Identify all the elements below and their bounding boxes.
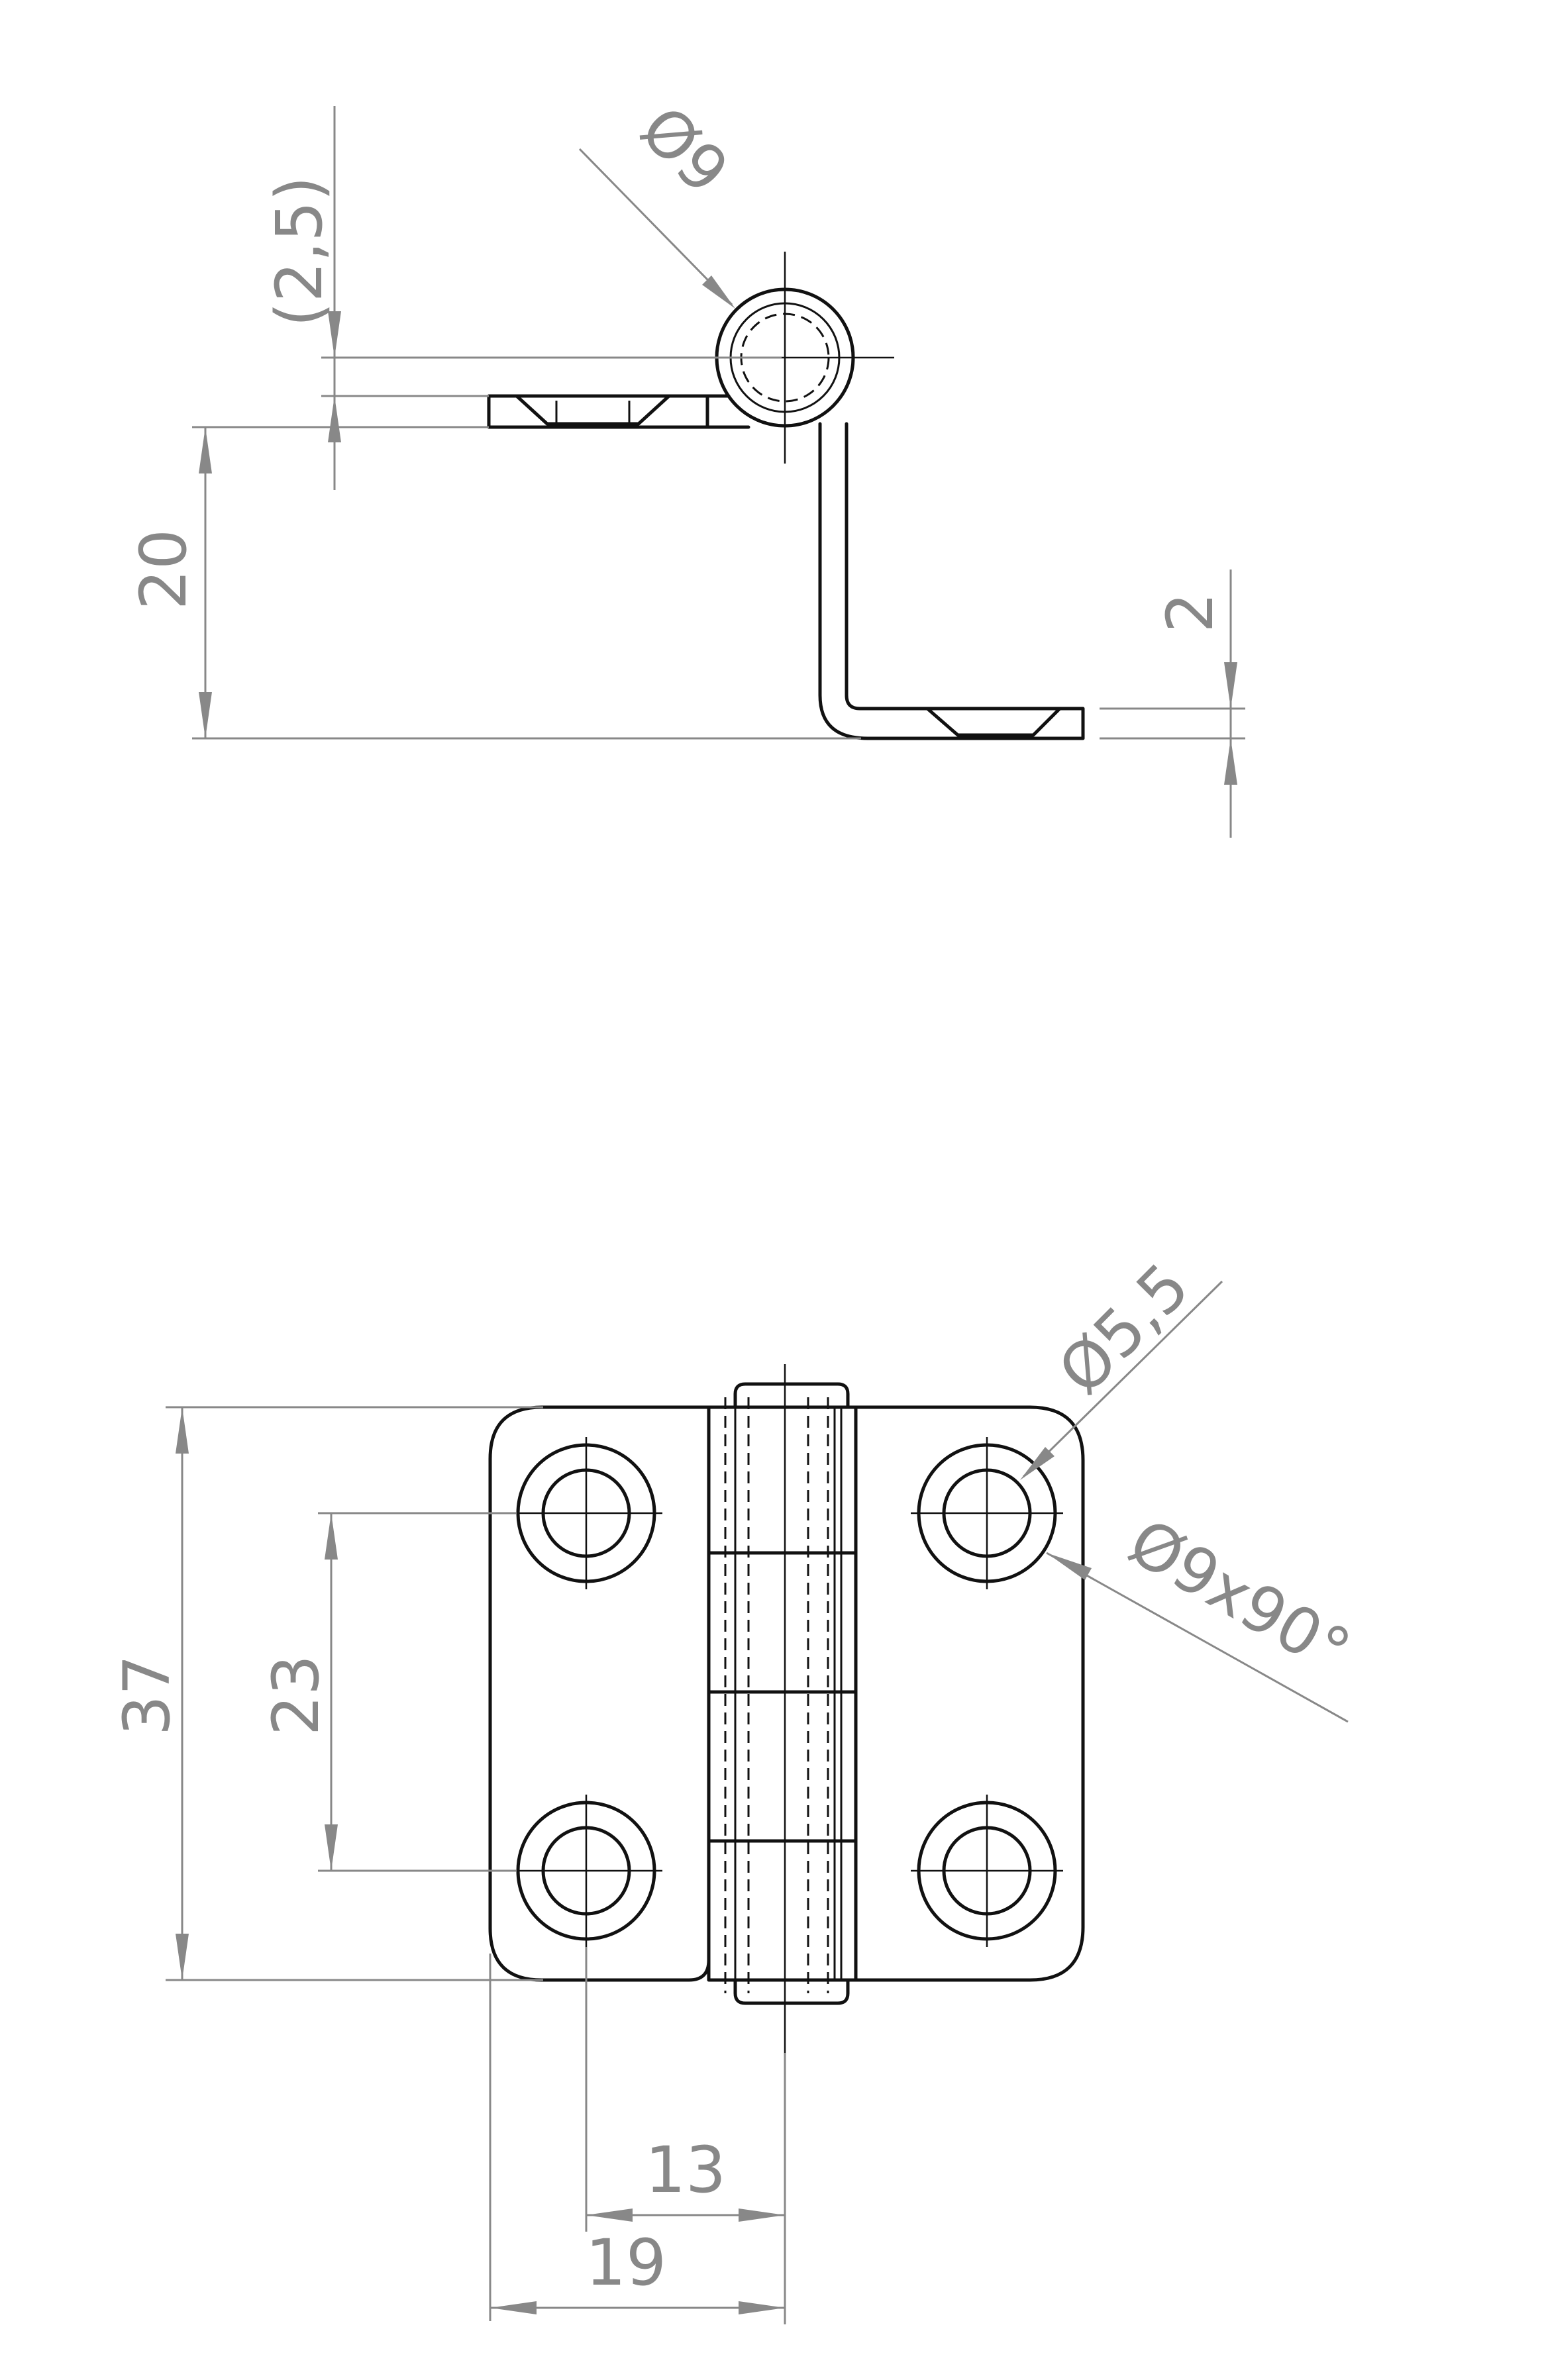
dim-offset-arrow-top	[328, 311, 341, 358]
dim-offset-arrow-bot	[328, 396, 341, 442]
dim-countersink-arrow	[1047, 1553, 1092, 1580]
front-view: 37 23 Ø5,5 Ø9x90° 13 19	[110, 1249, 1363, 2324]
side-view: (2,5) Ø9 20 2	[127, 92, 1245, 838]
right-leaf-outline	[854, 1405, 1085, 1982]
dim-hole-arrow	[1020, 1447, 1055, 1480]
dim-countersink-leader	[1046, 1552, 1349, 1723]
left-leaf-countersink	[515, 394, 671, 426]
dim-front-height-label: 37	[110, 1655, 184, 1736]
dim-front-height-arrow-top	[176, 1407, 189, 1454]
right-leaf-countersink	[925, 707, 1062, 737]
dim-hole-leader	[1022, 1280, 1223, 1478]
hole-top-left	[510, 1437, 662, 1589]
dim-width-label: 19	[586, 2226, 666, 2300]
dim-thickness-arrow-bot	[1224, 738, 1237, 785]
dim-spacing-arrow-bot	[325, 1824, 338, 1871]
right-leaf	[818, 422, 1085, 740]
dim-width-arrow-left	[490, 2301, 537, 2314]
dim-pin-arrow	[702, 275, 735, 309]
knuckle-pin	[733, 1382, 850, 2005]
dim-spacing-arrow-top	[325, 1513, 338, 1560]
dim-height-arrow-top	[199, 427, 212, 473]
dim-hole-label: Ø5,5	[1044, 1249, 1204, 1409]
dim-height-arrow-bot	[199, 692, 212, 738]
hole-bottom-left	[510, 1795, 662, 1947]
hole-bottom-right	[911, 1795, 1063, 1947]
hole-top-right	[911, 1437, 1063, 1589]
dim-offset-label: (2,5)	[262, 176, 336, 327]
left-leaf-outline	[488, 1405, 711, 1982]
dim-offset13-arrow-right	[739, 2208, 785, 2222]
dim-thickness-arrow-top	[1224, 662, 1237, 709]
left-leaf	[487, 394, 750, 429]
dim-height-label: 20	[127, 529, 201, 610]
dim-width-arrow-right	[739, 2301, 785, 2314]
dim-offset13-arrow-left	[586, 2208, 633, 2222]
dim-thickness-label: 2	[1153, 592, 1227, 632]
dim-pin-label: Ø9	[626, 92, 743, 209]
dim-pin-leader	[578, 148, 733, 306]
dim-offset13-label: 13	[645, 2133, 726, 2207]
dim-spacing-label: 23	[259, 1655, 333, 1736]
dim-front-height-arrow-bot	[176, 1934, 189, 1980]
